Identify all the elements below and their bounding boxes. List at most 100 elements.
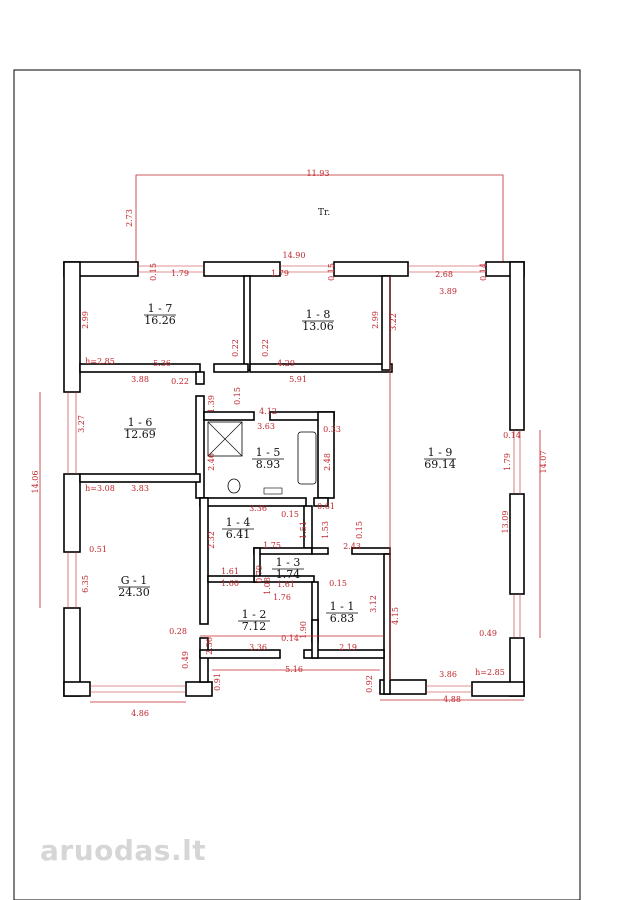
room-id: 1 - 3 xyxy=(276,556,301,569)
dimension-label: 2.68 xyxy=(435,270,453,279)
watermark: aruodas.lt xyxy=(40,834,206,867)
dimension-lines xyxy=(39,276,541,703)
dimension-label: 3.22 xyxy=(389,313,398,331)
dimension-label: 5.36 xyxy=(153,359,171,368)
dimension-label: 0.91 xyxy=(213,673,222,691)
dimension-label: 2.99 xyxy=(81,311,90,329)
dimension-labels: 11.93 2.73 14.90 0.15 1.79 1.79 0.15 2.68 0.14 3.… xyxy=(31,169,548,718)
dimension-label: 5.91 xyxy=(289,375,307,384)
dimension-label: 11.93 xyxy=(307,169,330,178)
room-area: 16.26 xyxy=(144,314,176,327)
dimension-label: 1.90 xyxy=(299,621,308,639)
dimension-label: 0.22 xyxy=(261,339,270,357)
watermark-brand: aruodas xyxy=(40,834,171,867)
dimension-label: 0.22 xyxy=(171,377,189,386)
dimension-label: 0.15 xyxy=(281,510,299,519)
dimension-label: 4.15 xyxy=(391,607,400,625)
dimension-label: 0.33 xyxy=(323,425,341,434)
dimension-label: 0.22 xyxy=(231,339,240,357)
dimension-label: 3.27 xyxy=(77,415,86,433)
dimension-label: 1.51 xyxy=(299,521,308,539)
dimension-label: 5.16 xyxy=(285,665,303,674)
dimension-label: 0.15 xyxy=(149,263,158,281)
interior-walls xyxy=(79,275,393,695)
dimension-label: 3.63 xyxy=(257,422,275,431)
watermark-tld: .lt xyxy=(170,834,207,867)
room-area: 13.06 xyxy=(302,320,334,333)
dimension-label: 2.36 xyxy=(205,637,214,655)
dimension-label: 1.75 xyxy=(263,541,281,550)
dimension-label: 3.89 xyxy=(439,287,457,296)
dimension-label: 6.35 xyxy=(81,575,90,593)
terrace-label: Tr. xyxy=(318,208,330,218)
dimension-label: 4.12 xyxy=(259,407,277,416)
dimension-label: h=2.85 xyxy=(475,668,505,677)
dimension-label: 3.83 xyxy=(131,484,149,493)
bathroom-fixtures xyxy=(207,421,317,495)
dimension-label: 1.53 xyxy=(321,521,330,539)
dimension-label: 14.07 xyxy=(539,451,548,474)
dimension-label: 1.60 xyxy=(221,579,239,588)
dimension-label: 4.86 xyxy=(131,709,149,718)
dimension-label: 3.36 xyxy=(249,643,267,652)
room-id: 1 - 2 xyxy=(242,608,267,621)
dimension-label: 2.19 xyxy=(339,643,357,652)
dimension-label: 2.73 xyxy=(125,209,134,227)
dimension-label: 0.61 xyxy=(317,502,335,511)
dimension-label: 0.51 xyxy=(89,545,107,554)
dimension-label: 0.14 xyxy=(503,431,521,440)
dimension-label: 13.09 xyxy=(501,511,510,534)
dimension-label: 0.14 xyxy=(281,634,299,643)
dimension-label: 1.79 xyxy=(271,269,289,278)
dimension-label: h=2.85 xyxy=(85,357,115,366)
room-area: 6.83 xyxy=(330,612,355,625)
dimension-label: 0.15 xyxy=(329,579,347,588)
dimension-label: 0.49 xyxy=(479,629,497,638)
room-id: 1 - 4 xyxy=(226,516,251,529)
room-id: G - 1 xyxy=(121,574,148,587)
dimension-label: 0.15 xyxy=(355,521,364,539)
dimension-label: 1.39 xyxy=(207,395,216,413)
room-id: 1 - 8 xyxy=(306,308,331,321)
room-id: 1 - 9 xyxy=(428,446,453,459)
sheet-border xyxy=(13,69,581,900)
dimension-label: 2.32 xyxy=(207,531,216,549)
dimension-label: 2.43 xyxy=(343,542,361,551)
room-area: 8.93 xyxy=(256,458,281,471)
room-area: 24.30 xyxy=(118,586,150,599)
dimension-label: 1.61 xyxy=(221,567,239,576)
dimension-label: 0.15 xyxy=(233,387,242,405)
dimension-label: 2.48 xyxy=(323,453,332,471)
dimension-label: 3.12 xyxy=(369,595,378,613)
dimension-label: 4.88 xyxy=(443,695,461,704)
dimension-label: 3.88 xyxy=(131,375,149,384)
dimension-label: 2.99 xyxy=(371,311,380,329)
dimension-label: 3.36 xyxy=(249,504,267,513)
terrace-outline xyxy=(135,174,504,262)
dimension-label: 0.28 xyxy=(169,627,187,636)
dimension-label: 3.86 xyxy=(439,670,457,679)
dimension-label: 0.79 xyxy=(255,565,264,583)
dimension-label: 4.29 xyxy=(277,359,295,368)
dimension-label: 1.79 xyxy=(171,269,189,278)
room-area: 7.12 xyxy=(242,620,267,633)
room-area: 69.14 xyxy=(424,458,456,471)
window-marks xyxy=(67,265,521,693)
room-id: 1 - 7 xyxy=(148,302,173,315)
dimension-label: 1.76 xyxy=(273,593,291,602)
dimension-label: 0.92 xyxy=(365,675,374,693)
dimension-label: 14.90 xyxy=(283,251,306,260)
dimension-label: h=3.08 xyxy=(85,484,115,493)
room-id: 1 - 1 xyxy=(330,600,355,613)
room-area: 12.69 xyxy=(124,428,156,441)
dimension-label: 0.14 xyxy=(479,263,488,281)
dimension-label: 0.15 xyxy=(327,263,336,281)
outer-walls xyxy=(63,261,525,697)
dimension-label: 1.08 xyxy=(263,577,272,595)
dimension-label: 1.61 xyxy=(277,580,295,589)
room-area: 1.74 xyxy=(276,568,301,581)
dimension-label: 14.06 xyxy=(31,471,40,494)
dimension-label: 1.79 xyxy=(503,453,512,471)
